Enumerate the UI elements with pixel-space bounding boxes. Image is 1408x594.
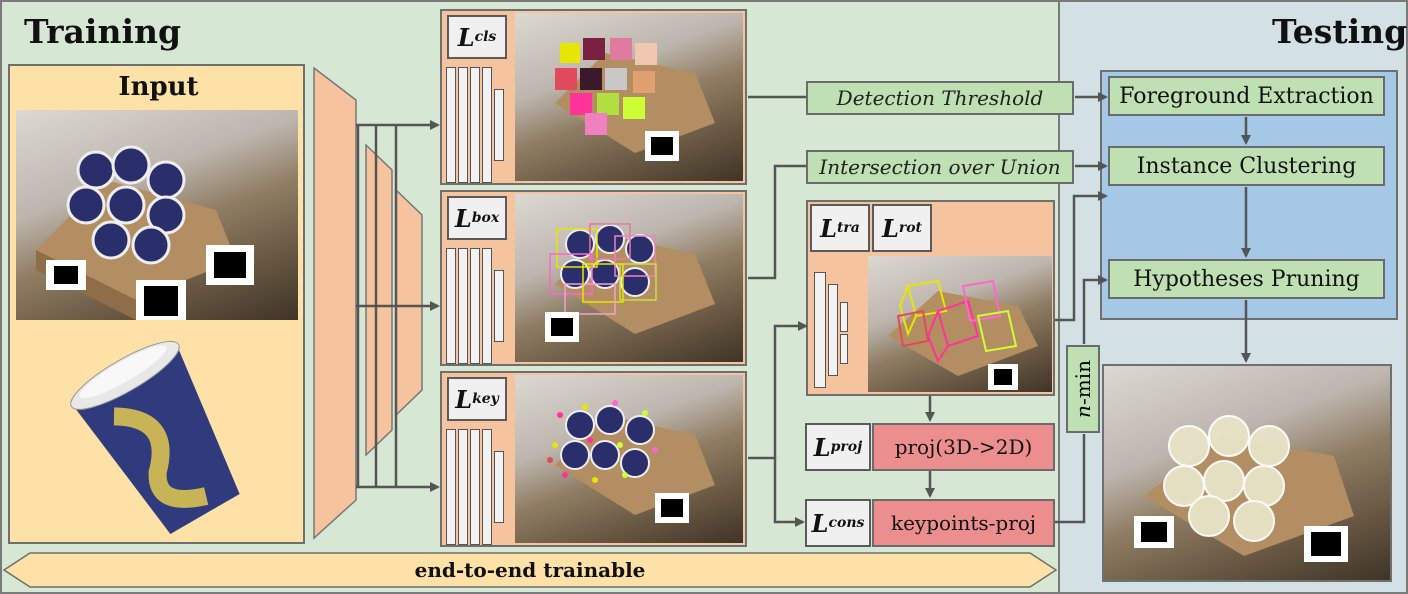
training-title: Training xyxy=(24,12,182,51)
layer-bar xyxy=(482,429,492,545)
layer-bar xyxy=(482,248,492,364)
input-scene-photo xyxy=(16,110,298,320)
end-to-end-banner xyxy=(2,552,1058,588)
keypoint-output-photo xyxy=(515,375,743,543)
layer-bar xyxy=(446,429,456,545)
layer-bar xyxy=(470,429,480,545)
keypoints-proj-box: keypoints-proj xyxy=(872,499,1055,547)
layer-bar xyxy=(446,67,456,183)
layer-bar xyxy=(840,334,848,364)
layer-bar xyxy=(458,248,468,364)
layer-bar xyxy=(814,272,826,388)
layer-bar xyxy=(446,248,456,364)
testing-output-photo xyxy=(1102,364,1392,582)
projection-box: proj(3D->2D) xyxy=(872,423,1055,471)
segmentation-output-photo xyxy=(515,13,743,181)
iou-box: Intersection over Union xyxy=(806,150,1074,184)
backbone-network xyxy=(313,66,423,540)
layer-bar xyxy=(470,67,480,183)
layer-bar xyxy=(458,67,468,183)
layer-bar xyxy=(828,284,838,376)
banner-text: end-to-end trainable xyxy=(414,558,646,582)
n-min-box: n-min xyxy=(1066,345,1100,433)
bounding-box-output-photo xyxy=(515,194,743,362)
layer-bar xyxy=(494,89,504,161)
instance-clustering-box: Instance Clustering xyxy=(1108,146,1385,186)
object-model-render xyxy=(60,336,260,536)
layer-bar xyxy=(482,67,492,183)
hypotheses-pruning-box: Hypotheses Pruning xyxy=(1108,259,1385,299)
pose-output-photo xyxy=(868,256,1052,392)
layer-bar xyxy=(458,429,468,545)
foreground-extraction-box: Foreground Extraction xyxy=(1108,76,1385,116)
n-min-n: n xyxy=(1071,405,1095,418)
layer-bar xyxy=(840,302,848,332)
layer-bar xyxy=(494,270,504,342)
testing-title: Testing xyxy=(1272,12,1408,51)
input-panel: Input xyxy=(8,64,305,544)
input-title: Input xyxy=(118,72,199,102)
detection-threshold-box: Detection Threshold xyxy=(806,81,1074,115)
layer-bar xyxy=(470,248,480,364)
n-min-rest: -min xyxy=(1071,360,1095,406)
layer-bar xyxy=(494,451,504,523)
